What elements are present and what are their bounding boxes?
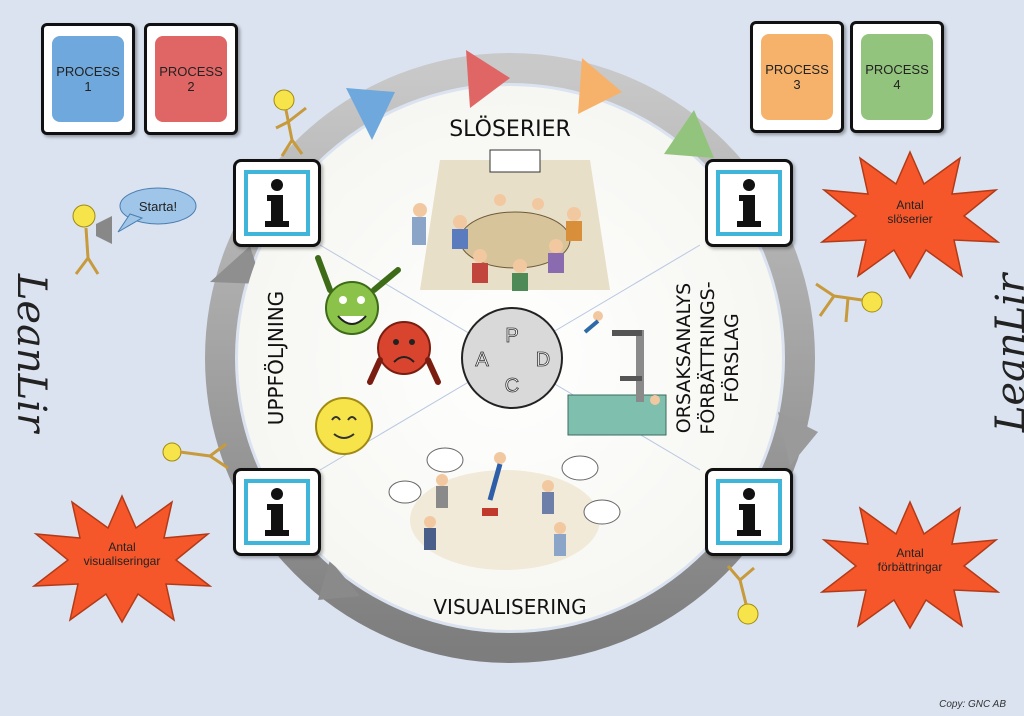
lightbulb-figure-left	[162, 442, 229, 470]
triangle-red	[466, 50, 510, 108]
process-card-1-label: PROCESS	[56, 64, 120, 79]
segment-right-line-1: ORSAKSANALYS	[673, 283, 695, 433]
ring-arrow-bottom	[318, 560, 360, 600]
process-card-3-label: PROCESS	[765, 62, 829, 77]
cycle-ring	[205, 53, 815, 663]
speech-bubble: Starta!	[117, 187, 197, 233]
info-button-top-right[interactable]	[705, 159, 793, 247]
process-card-4-inner: PROCESS 4	[861, 34, 933, 120]
process-card-3-inner: PROCESS 3	[761, 34, 833, 120]
process-card-3-number: 3	[793, 77, 801, 92]
lightbulb-figure-top-left	[273, 89, 307, 157]
process-card-2-inner: PROCESS 2	[155, 36, 227, 122]
process-card-4[interactable]: PROCESS 4	[850, 21, 944, 133]
segment-title-orsaksanalys: ORSAKSANALYS FÖRBÄTTRINGS- FÖRSLAG	[673, 281, 743, 434]
process-card-1[interactable]: PROCESS 1	[41, 23, 135, 135]
burst-line-1: Antal	[108, 540, 136, 554]
info-icon	[737, 488, 761, 536]
burst-line-1: Antal	[896, 198, 924, 212]
info-icon	[737, 179, 761, 227]
brainstorm-illustration	[388, 447, 621, 570]
info-button-top-left[interactable]	[233, 159, 321, 247]
info-frame	[244, 479, 310, 545]
info-icon	[265, 179, 289, 227]
triangle-orange	[578, 58, 622, 114]
burst-line-2: slöserier	[887, 212, 933, 226]
green-face	[325, 281, 379, 335]
triangle-blue	[346, 88, 395, 140]
lightbulb-figure-megaphone	[72, 204, 112, 275]
red-face	[377, 321, 431, 375]
info-icon	[265, 488, 289, 536]
process-card-2-label: PROCESS	[159, 64, 223, 79]
process-card-2[interactable]: PROCESS 2	[144, 23, 238, 135]
pdca-a: A	[475, 349, 489, 371]
segment-title-visualisering: VISUALISERING	[433, 595, 586, 619]
triangle-green	[664, 110, 714, 158]
pdca-p: P	[505, 325, 518, 347]
burst-line-1: Antal	[896, 546, 924, 560]
faces-illustration	[315, 255, 441, 455]
pdca-c: C	[505, 375, 519, 397]
burst-shape	[820, 500, 1000, 630]
lightbulb-figure-bottom-right	[726, 565, 759, 625]
process-card-3[interactable]: PROCESS 3	[750, 21, 844, 133]
info-frame	[716, 170, 782, 236]
pdca-d: D	[536, 349, 550, 371]
burst-line-2: förbättringar	[877, 560, 943, 574]
burst-text: Antal slöserier	[820, 198, 1000, 226]
logo-right: LeanLir	[988, 273, 1024, 433]
diving-illustration	[567, 311, 667, 436]
process-card-4-number: 4	[893, 77, 901, 92]
lightbulb-figure-right	[815, 282, 883, 323]
burst-line-2: visualiseringar	[83, 554, 161, 568]
copyright: Copy: GNC AB	[939, 699, 1006, 710]
process-card-2-number: 2	[187, 79, 195, 94]
meeting-illustration	[412, 149, 610, 291]
speech-text: Starta!	[139, 199, 177, 214]
segment-right-line-2: FÖRBÄTTRINGS-	[696, 281, 719, 434]
ring-arrow-left	[210, 246, 262, 284]
info-frame	[244, 170, 310, 236]
info-button-bottom-right[interactable]	[705, 468, 793, 556]
burst-shape	[820, 150, 1000, 280]
segment-title-uppfoljning: UPPFÖLJNING	[264, 291, 288, 425]
logo-left: LeanLir	[8, 273, 55, 433]
burst-shape	[32, 494, 212, 624]
process-card-1-inner: PROCESS 1	[52, 36, 124, 122]
info-button-bottom-left[interactable]	[233, 468, 321, 556]
burst-antal-visualiseringar[interactable]: Antal visualiseringar	[32, 494, 212, 624]
burst-text: Antal förbättringar	[820, 546, 1000, 574]
ring-arrow-right	[778, 412, 818, 466]
burst-antal-forbattringar[interactable]: Antal förbättringar	[820, 500, 1000, 630]
burst-antal-sloserier[interactable]: Antal slöserier	[820, 150, 1000, 280]
pdca-circle	[461, 307, 563, 409]
segment-title-sloserier: SLÖSERIER	[449, 116, 571, 142]
burst-text: Antal visualiseringar	[32, 540, 212, 568]
process-card-1-number: 1	[84, 79, 92, 94]
process-card-4-label: PROCESS	[865, 62, 929, 77]
yellow-face	[315, 397, 373, 455]
segment-right-line-3: FÖRSLAG	[720, 313, 743, 403]
info-frame	[716, 479, 782, 545]
